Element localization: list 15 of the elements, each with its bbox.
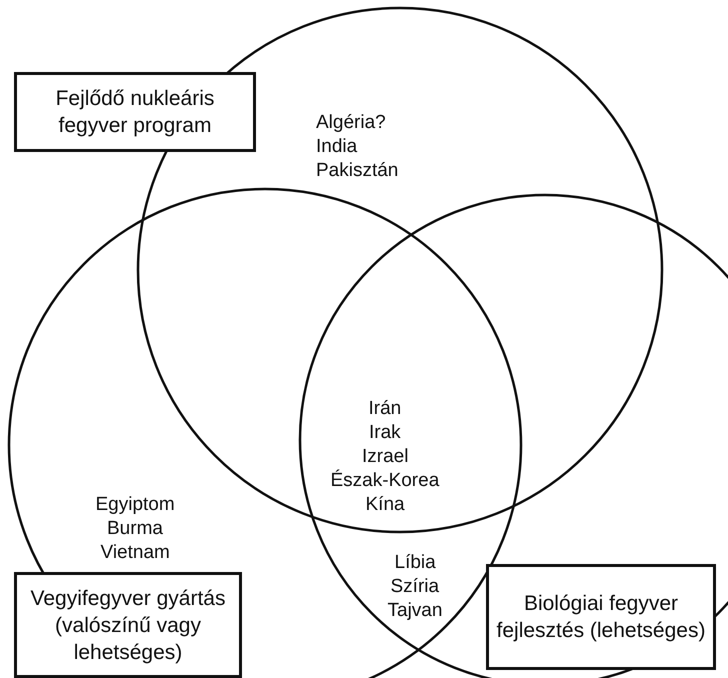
country-label: Egyiptom <box>96 494 175 516</box>
country-label: Burma <box>107 518 163 540</box>
country-label: India <box>316 136 358 158</box>
country-label: Kína <box>366 494 405 516</box>
country-label: Irán <box>368 398 402 420</box>
country-label: Vietnam <box>100 542 170 564</box>
country-label: Izrael <box>362 446 408 468</box>
country-label: Algéria? <box>316 112 386 134</box>
country-label: Tajvan <box>388 600 442 622</box>
country-label: Irak <box>369 422 401 444</box>
category-box: Fejlődő nukleáris fegyver program <box>14 72 256 152</box>
country-label: Észak-Korea <box>330 470 440 492</box>
country-label: Pakisztán <box>316 160 398 182</box>
country-label: Szíria <box>390 576 440 598</box>
country-label: Líbia <box>394 552 436 574</box>
